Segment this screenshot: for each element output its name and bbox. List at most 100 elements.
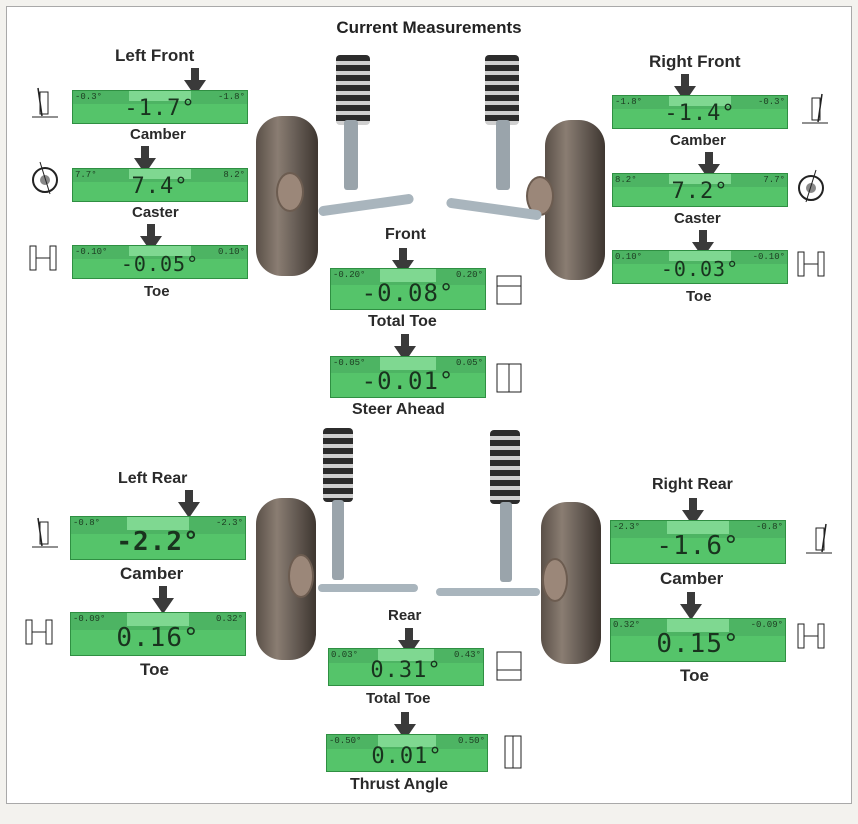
front-left-strut — [344, 120, 358, 190]
right-front-toe-value: -0.03° — [660, 257, 740, 281]
right-front-toe-max: -0.10° — [752, 252, 785, 262]
thrust-angle-min: -0.50° — [329, 736, 362, 746]
right-rear-heading: Right Rear — [652, 476, 733, 493]
left-front-caster-diagram-icon — [32, 161, 58, 195]
front-right-spring — [485, 55, 519, 125]
left-rear-toe-diagram-icon — [25, 619, 53, 645]
rear-left-spring — [323, 428, 353, 502]
left-front-camber-arrow-icon — [184, 68, 206, 96]
right-front-camber-gauge: -1.8° -0.3° -1.4° — [612, 95, 788, 129]
right-front-caster-min: 8.2° — [615, 175, 637, 185]
left-front-caster-min: 7.7° — [75, 170, 97, 180]
left-rear-camber-label: Camber — [120, 564, 184, 583]
right-rear-toe-gauge: 0.32° -0.09° 0.15° — [610, 618, 786, 662]
left-rear-heading: Left Rear — [118, 470, 188, 487]
left-rear-toe-label: Toe — [140, 660, 169, 679]
front-right-wheel — [545, 120, 605, 280]
thrust-angle-value: 0.01° — [371, 744, 443, 769]
rear-total-toe-max: 0.43° — [453, 650, 481, 660]
front-heading: Front — [385, 226, 426, 243]
left-front-toe-min: -0.10° — [75, 247, 108, 257]
left-rear-toe-min: -0.09° — [73, 614, 106, 624]
left-front-camber-min: -0.3° — [75, 92, 103, 102]
right-front-camber-value: -1.4° — [664, 101, 736, 126]
front-right-strut — [496, 120, 510, 190]
right-rear-camber-diagram-icon — [806, 523, 832, 554]
right-front-caster-gauge: 8.2° 7.7° 7.2° — [612, 173, 788, 207]
right-front-toe-diagram-icon — [797, 251, 825, 277]
front-left-spring — [336, 55, 370, 125]
page-title: Current Measurements — [336, 18, 522, 37]
steer-ahead-value: -0.01° — [361, 367, 455, 395]
right-front-toe-min: 0.10° — [615, 252, 643, 262]
front-total-toe-gauge: -0.20° 0.20° -0.08° — [330, 268, 486, 310]
rear-right-strut — [500, 502, 512, 582]
front-left-hub — [276, 172, 304, 212]
right-rear-camber-value: -1.6° — [656, 531, 740, 561]
right-front-caster-label: Caster — [674, 210, 721, 227]
left-rear-camber-gauge: -0.8° -2.3° -2.2° — [70, 516, 246, 560]
rear-total-toe-label: Total Toe — [366, 690, 431, 707]
right-rear-camber-max: -0.8° — [755, 522, 783, 532]
right-rear-camber-arrow-icon — [682, 498, 704, 526]
rear-left-strut — [332, 500, 344, 580]
left-rear-camber-arrow-icon — [178, 490, 200, 518]
front-total-toe-label: Total Toe — [368, 313, 437, 330]
right-front-camber-max: -0.3° — [757, 97, 785, 107]
rear-right-link — [436, 588, 540, 596]
left-front-caster-max: 8.2° — [223, 170, 245, 180]
left-front-caster-value: 7.4° — [131, 174, 189, 199]
left-front-camber-max: -1.8° — [217, 92, 245, 102]
left-rear-camber-value: -2.2° — [116, 527, 200, 557]
left-front-camber-label: Camber — [130, 126, 186, 143]
right-front-toe-label: Toe — [686, 288, 712, 305]
left-front-caster-arrow-icon — [134, 146, 156, 174]
right-rear-toe-min: 0.32° — [613, 620, 641, 630]
left-rear-toe-value: 0.16° — [116, 623, 200, 653]
left-front-caster-label: Caster — [132, 204, 179, 221]
right-rear-camber-label: Camber — [660, 569, 724, 588]
right-front-caster-value: 7.2° — [671, 179, 729, 204]
left-rear-toe-gauge: -0.09° 0.32° 0.16° — [70, 612, 246, 656]
steer-ahead-arrow-icon — [394, 334, 416, 362]
right-rear-camber-min: -2.3° — [613, 522, 641, 532]
front-total-toe-min: -0.20° — [333, 270, 366, 280]
thrust-angle-icon — [504, 735, 522, 769]
left-front-camber-diagram-icon — [32, 87, 58, 118]
right-front-caster-max: 7.7° — [763, 175, 785, 185]
left-front-toe-max: 0.10° — [217, 247, 245, 257]
right-front-caster-arrow-icon — [698, 152, 720, 180]
rear-total-toe-icon — [496, 651, 522, 681]
right-front-heading: Right Front — [649, 52, 741, 71]
left-rear-toe-arrow-icon — [152, 586, 174, 614]
thrust-angle-gauge: -0.50° 0.50° 0.01° — [326, 734, 488, 772]
front-total-toe-icon — [496, 275, 522, 305]
left-front-camber-gauge: -0.3° -1.8° -1.7° — [72, 90, 248, 124]
left-front-caster-gauge: 7.7° 8.2° 7.4° — [72, 168, 248, 202]
steer-ahead-icon — [496, 363, 522, 393]
right-front-camber-min: -1.8° — [615, 97, 643, 107]
steer-ahead-min: -0.05° — [333, 358, 366, 368]
right-rear-toe-max: -0.09° — [750, 620, 783, 630]
left-front-camber-value: -1.7° — [124, 96, 196, 121]
steer-ahead-label: Steer Ahead — [352, 401, 445, 418]
steer-ahead-gauge: -0.05° 0.05° -0.01° — [330, 356, 486, 398]
rear-left-hub — [288, 554, 314, 598]
left-front-toe-diagram-icon — [29, 245, 57, 271]
right-rear-toe-diagram-icon — [797, 623, 825, 649]
thrust-angle-max: 0.50° — [457, 736, 485, 746]
left-rear-camber-diagram-icon — [32, 517, 58, 548]
right-rear-toe-arrow-icon — [680, 592, 702, 620]
rear-right-spring — [490, 430, 520, 504]
front-total-toe-max: 0.20° — [455, 270, 483, 280]
front-total-toe-value: -0.08° — [361, 279, 455, 307]
right-rear-toe-value: 0.15° — [656, 629, 740, 659]
rear-total-toe-gauge: 0.03° 0.43° 0.31° — [328, 648, 484, 686]
thrust-angle-label: Thrust Angle — [350, 776, 449, 793]
rear-left-link — [318, 584, 418, 592]
rear-right-hub — [542, 558, 568, 602]
left-rear-camber-max: -2.3° — [215, 518, 243, 528]
left-front-toe-label: Toe — [144, 283, 170, 300]
right-front-camber-arrow-icon — [674, 74, 696, 102]
right-rear-camber-gauge: -2.3° -0.8° -1.6° — [610, 520, 786, 564]
